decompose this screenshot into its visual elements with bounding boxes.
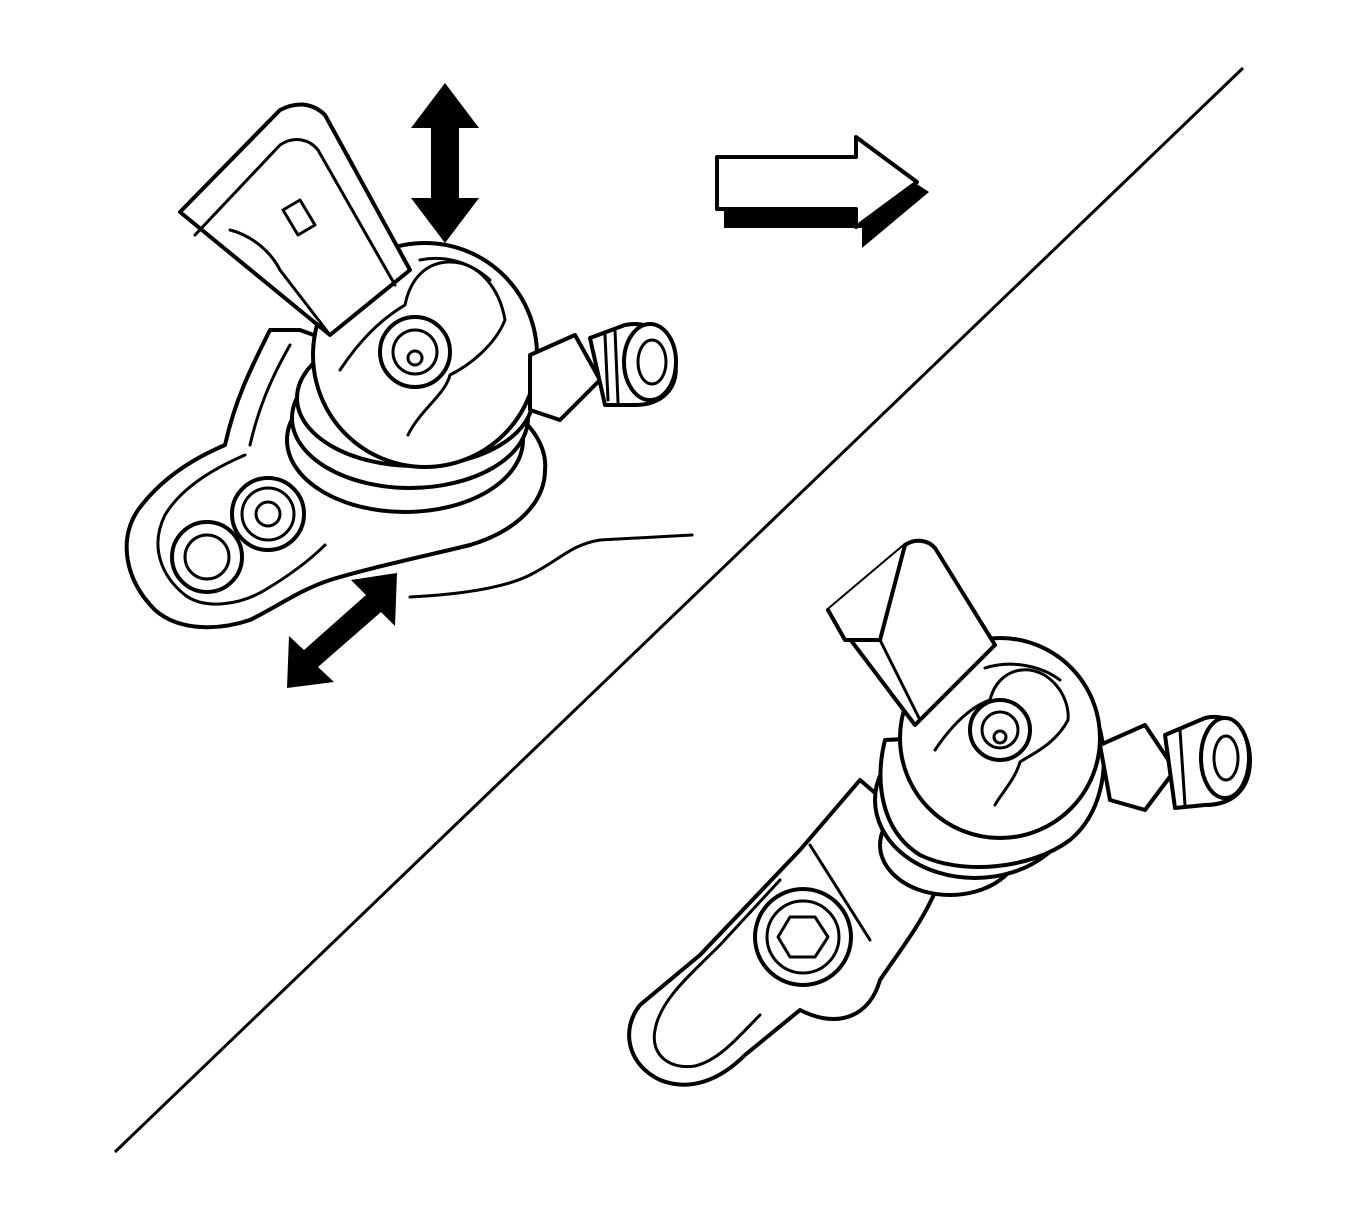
before-bolt-2 xyxy=(230,476,306,552)
after-connector xyxy=(826,538,997,727)
before-fitting xyxy=(528,322,678,422)
before-bracket-inner xyxy=(156,453,327,606)
arrow-right xyxy=(715,135,929,248)
before-connector xyxy=(178,102,412,337)
before-head-clip-2 xyxy=(418,256,492,282)
after-head-clip-2 xyxy=(983,662,1062,682)
separator-line xyxy=(113,66,1245,1154)
before-bolt-1 xyxy=(170,520,244,594)
vertical-double-arrow xyxy=(411,83,479,243)
after-port-mid xyxy=(980,710,1020,750)
before-port-mid xyxy=(391,328,439,376)
before-bracket-edge xyxy=(248,343,292,447)
after-port-inner xyxy=(992,729,1008,745)
after-bracket-inner xyxy=(652,878,782,1069)
after-fitting xyxy=(1098,714,1252,812)
before-port-inner xyxy=(406,349,424,367)
after-bolt xyxy=(753,887,853,987)
diagonal-double-arrow xyxy=(287,573,397,688)
before-edge-line xyxy=(408,533,694,599)
after-bracket-edge xyxy=(808,843,872,942)
before-view xyxy=(124,83,694,688)
after-view xyxy=(627,538,1252,1087)
before-head-clip xyxy=(338,260,507,437)
